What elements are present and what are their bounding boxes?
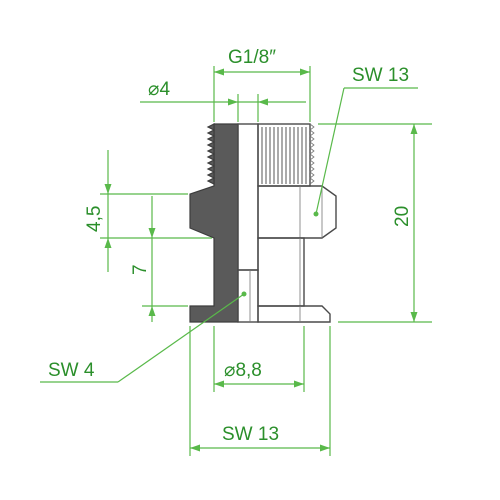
hex-nut	[257, 185, 337, 239]
height-b-label: 7	[130, 264, 151, 275]
hex-top-label: SW 13	[352, 65, 409, 86]
bore-arrow-right	[258, 98, 268, 106]
hex-top-dot	[313, 211, 319, 217]
height-b-arrow-top	[148, 228, 156, 238]
height-a-label: 4,5	[84, 206, 105, 232]
thread-size-arrow-right	[300, 68, 310, 76]
dimensions: G1/8″ ⌀4 SW 13 20 4,5 7	[40, 47, 432, 456]
hex-bottom-arrow-left	[190, 444, 200, 452]
thread-size-arrow-left	[214, 68, 224, 76]
hex-bottom-label: SW 13	[222, 424, 279, 445]
bore-arrow-left	[228, 98, 238, 106]
height-total-label: 20	[392, 206, 413, 227]
thread-crest	[309, 123, 315, 185]
hex-top-leader	[315, 87, 345, 215]
height-b-arrow-bottom	[148, 306, 156, 316]
height-arrow-top	[410, 124, 418, 134]
inner-hex-leader	[117, 293, 245, 383]
flange	[257, 305, 331, 323]
hex-bottom-arrow-right	[320, 444, 330, 452]
flange-diameter-label: ⌀8,8	[224, 360, 262, 381]
thread-size-label: G1/8″	[228, 47, 276, 68]
height-a-arrow-bottom	[104, 238, 112, 248]
flange-arrow-left	[214, 380, 224, 388]
height-a-arrow-top	[104, 184, 112, 194]
shank	[257, 237, 305, 307]
flange-arrow-right	[294, 380, 304, 388]
inner-hex-label: SW 4	[48, 360, 95, 381]
height-arrow-bottom	[410, 312, 418, 322]
bore	[237, 123, 259, 271]
section-thread-teeth	[206, 123, 216, 185]
fitting-part	[189, 123, 337, 323]
bore-diameter-label: ⌀4	[148, 79, 170, 100]
inner-hex-dot	[241, 291, 247, 297]
thread-lines	[261, 127, 307, 184]
